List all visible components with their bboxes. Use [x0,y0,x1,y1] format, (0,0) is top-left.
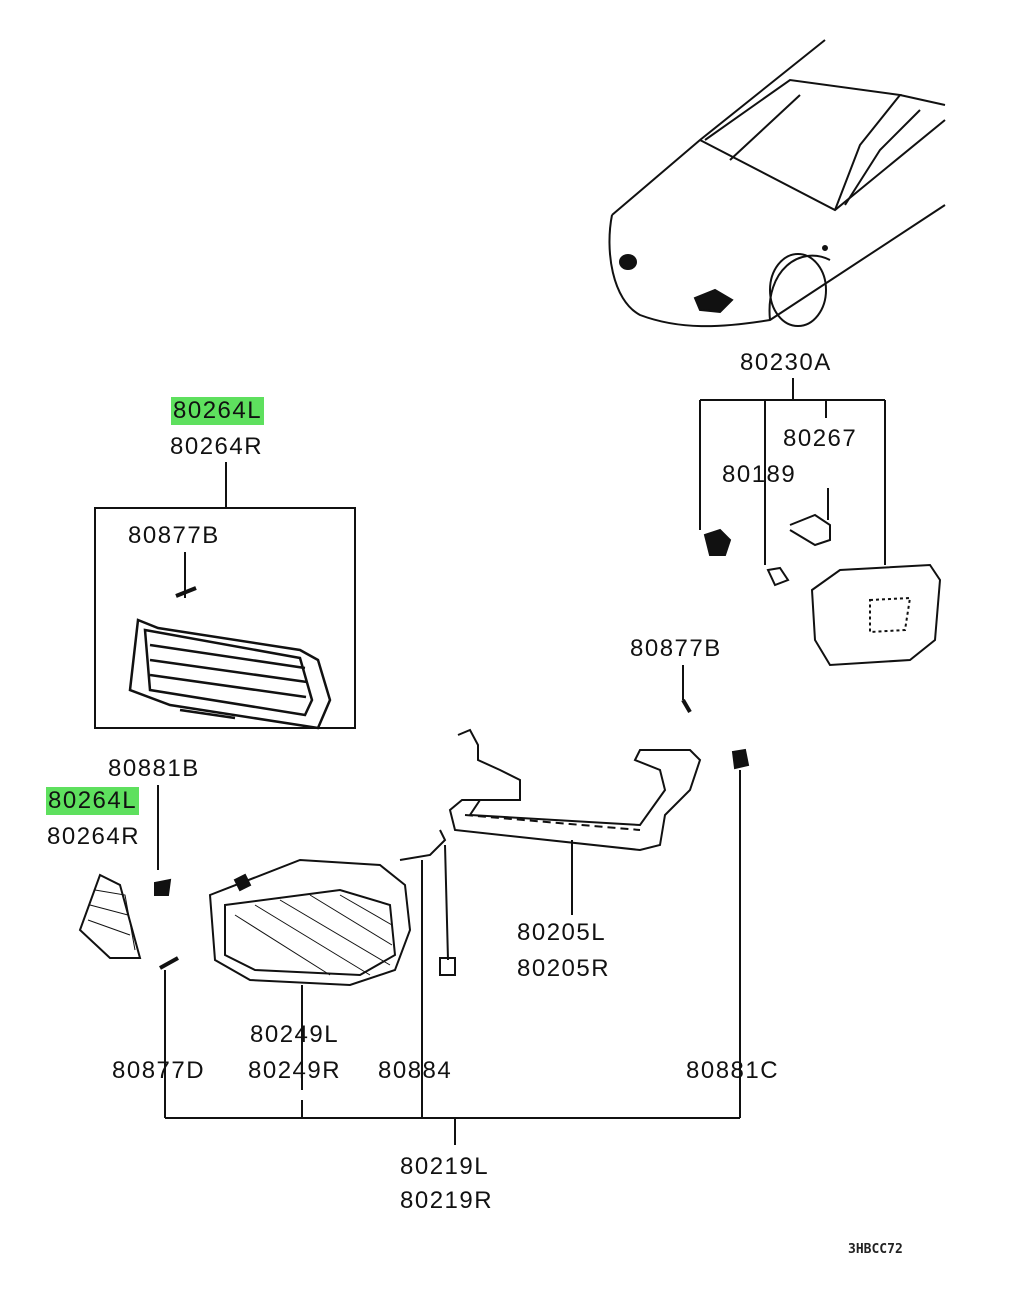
part-label-80884[interactable]: 80884 [378,1057,453,1084]
part-label-80877B[interactable]: 80877B [128,522,220,549]
fog-lamp-bracket-part [448,698,750,852]
part-label-80249R[interactable]: 80249R [248,1057,342,1084]
part-label-80881C[interactable]: 80881C [686,1057,780,1084]
part-label-80264L-highlighted[interactable]: 80264L [171,397,265,425]
part-label-80219L[interactable]: 80219L [400,1153,490,1180]
part-label-80264R[interactable]: 80264R [47,823,141,850]
fog-lamp-part [78,829,456,987]
car-illustration [608,39,946,328]
part-label-80881B[interactable]: 80881B [108,755,200,782]
part-label-80230A[interactable]: 80230A [740,349,832,376]
diagram-code: 3HBCC72 [848,1242,903,1257]
leader-lines [157,378,886,1145]
part-label-80877D[interactable]: 80877D [112,1057,206,1084]
part-label-80205L[interactable]: 80205L [517,919,607,946]
part-label-80249L[interactable]: 80249L [250,1021,340,1048]
fog-lamp-cover-part [128,586,332,730]
part-label-80205R[interactable]: 80205R [517,955,611,982]
part-label-80264R[interactable]: 80264R [170,433,264,460]
part-label-80189[interactable]: 80189 [722,461,797,488]
part-label-80264L-highlighted[interactable]: 80264L [46,787,140,815]
part-label-80267[interactable]: 80267 [783,425,858,452]
side-marker-parts [703,513,942,667]
part-label-80877B[interactable]: 80877B [630,635,722,662]
assembly-box [94,507,356,729]
part-label-80219R[interactable]: 80219R [400,1187,494,1214]
